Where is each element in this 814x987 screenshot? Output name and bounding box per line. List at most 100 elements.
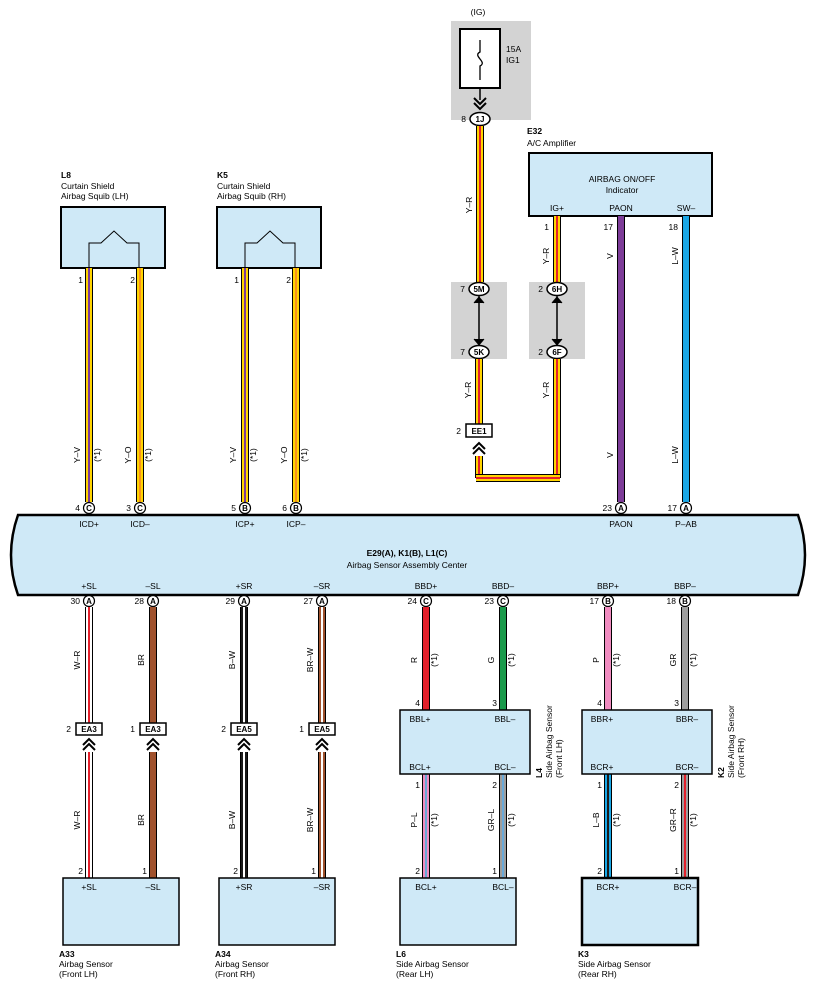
squib-box-1 — [216, 206, 322, 269]
squib-pin2-1: 2 — [286, 275, 291, 285]
amplifier-title: AIRBAG ON/OFF — [589, 174, 656, 184]
center-bot-pin-3-letter: A — [319, 597, 325, 606]
wire-label-paon-bot: V — [605, 452, 615, 458]
junction-top-1-label: 6H — [552, 285, 562, 294]
bottom-ref-2: L6 — [396, 949, 406, 959]
bottom-term2-1: –SR — [314, 882, 331, 892]
squib-pin1-1: 1 — [234, 275, 239, 285]
center-top-pin-2-letter: B — [242, 504, 248, 513]
side-pin-t2-1: 3 — [674, 698, 679, 708]
wire-label-sw-bot: L–W — [670, 446, 680, 463]
center-top-name-3: ICP– — [287, 519, 306, 529]
ea-pin-1: 1 — [130, 724, 135, 734]
squib-wire-note-0: (*1) — [92, 448, 102, 462]
side-sensor-box-1 — [581, 709, 713, 775]
fuse-rating: 15A — [506, 44, 521, 54]
center-bot-pin-7-circle — [678, 594, 692, 608]
center-bot-name-2: +SR — [236, 581, 253, 591]
junction-bot-pin-0: 7 — [460, 347, 465, 357]
bottom-name-3: Side Airbag Sensor — [578, 959, 651, 969]
center-bot-pin-6-circle — [601, 594, 615, 608]
bottom-pin2-2: 1 — [492, 866, 497, 876]
lower-wire-label-top-0: W–R — [72, 651, 82, 670]
bottom-term1-2: BCL+ — [415, 882, 437, 892]
center-bot-name-6: BBP+ — [597, 581, 619, 591]
center-title: E29(A), K1(B), L1(C) — [367, 548, 448, 558]
squib-name2-0: Airbag Squib (LH) — [61, 191, 129, 201]
center-top-name-5: P–AB — [675, 519, 697, 529]
side-term-t1-1: BBR+ — [591, 714, 613, 724]
wire-label-paon-top: V — [605, 253, 615, 259]
lower-wire-note-bot-7: (*1) — [688, 813, 698, 827]
side-pin-b2-1: 2 — [674, 780, 679, 790]
side-term-b1-1: BCR+ — [591, 762, 614, 772]
lower-wire-label-bot-0: W–R — [72, 811, 82, 830]
bottom-pin2-3: 1 — [674, 866, 679, 876]
center-bot-pinno-4: 24 — [408, 596, 418, 606]
squib-symbol-0 — [88, 230, 140, 268]
center-bot-pin-6-letter: B — [605, 597, 611, 606]
ea-pin-3: 1 — [299, 724, 304, 734]
wire-label-ig-down: Y–R — [541, 248, 551, 265]
side-term-t2-1: BBR– — [676, 714, 698, 724]
side-ref-0: L4 — [534, 768, 544, 778]
junction-arrow-up-1 — [551, 296, 563, 304]
side-term-b2-1: BCR– — [676, 762, 699, 772]
squib-box-0 — [60, 206, 166, 269]
junction-bot-1-label: 6F — [552, 348, 561, 357]
bottom-side-0: (Front LH) — [59, 969, 98, 979]
ea-pin-0: 2 — [66, 724, 71, 734]
side-term-b2-0: BCL– — [494, 762, 516, 772]
side-term-t2-0: BBL– — [495, 714, 516, 724]
center-bot-pin-5-letter: C — [500, 597, 506, 606]
squib-symbol-1 — [244, 230, 296, 268]
center-bot-pinno-3: 27 — [304, 596, 314, 606]
center-subtitle: Airbag Sensor Assembly Center — [347, 560, 468, 570]
ee1-connector — [465, 423, 493, 438]
center-top-name-1: ICD– — [130, 519, 150, 529]
center-bot-pinno-7: 18 — [667, 596, 677, 606]
ea-connector-0 — [75, 722, 103, 736]
center-top-pinno-1: 3 — [126, 503, 131, 513]
bottom-name-2: Side Airbag Sensor — [396, 959, 469, 969]
junction-top-1-oval — [546, 281, 568, 297]
fuse-connector-1j-oval — [469, 111, 491, 127]
side-side-0: (Front LH) — [554, 739, 564, 778]
fuse-pin-number: 8 — [461, 114, 466, 124]
side-name-0: Side Airbag Sensor — [544, 705, 554, 778]
bottom-term2-0: –SL — [145, 882, 160, 892]
amplifier-terminal-2: SW– — [677, 203, 696, 213]
center-bot-name-3: –SR — [314, 581, 331, 591]
squib-wire-note-2: (*1) — [248, 448, 258, 462]
ea-connector-3 — [308, 722, 336, 736]
center-top-pin-3-circle — [289, 501, 303, 515]
squib-wire-label-3: Y–O — [279, 446, 289, 463]
center-bot-pinno-6: 17 — [590, 596, 600, 606]
center-top-name-0: ICD+ — [79, 519, 99, 529]
ea-connector-1 — [139, 722, 167, 736]
fuse-name: IG1 — [506, 55, 520, 65]
center-top-pin-0-letter: C — [86, 504, 92, 513]
ea-label-0: EA3 — [81, 725, 97, 734]
center-bot-name-0: +SL — [81, 581, 97, 591]
squib-name2-1: Airbag Squib (RH) — [217, 191, 286, 201]
side-pin-t2-0: 3 — [492, 698, 497, 708]
amplifier-ref: E32 — [527, 126, 542, 136]
lower-wire-label-top-5: G — [486, 657, 496, 664]
bottom-ref-0: A33 — [59, 949, 75, 959]
fuse-element-icon — [477, 40, 483, 80]
lower-wire-note-bot-5: (*1) — [506, 813, 516, 827]
center-bot-pin-4-circle — [419, 594, 433, 608]
center-top-pin-1-letter: C — [137, 504, 143, 513]
lower-wire-label-bot-7: GR–R — [668, 808, 678, 832]
side-pin-b1-0: 1 — [415, 780, 420, 790]
squib-ref-0: L8 — [61, 170, 71, 180]
center-top-pin-5-letter: A — [683, 504, 689, 513]
lower-wire-label-top-4: R — [409, 657, 419, 663]
squib-wire-note-3: (*1) — [299, 448, 309, 462]
center-top-pin-4-letter: A — [618, 504, 624, 513]
center-top-name-4: PAON — [609, 519, 632, 529]
squib-name1-1: Curtain Shield — [217, 181, 271, 191]
bottom-name-0: Airbag Sensor — [59, 959, 113, 969]
